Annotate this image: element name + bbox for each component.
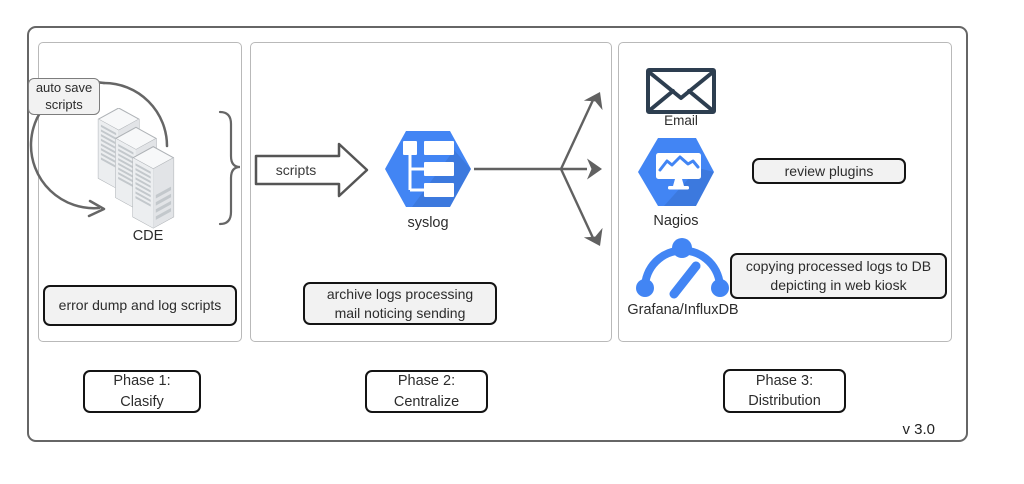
email-label: Email [664,113,698,128]
panel-phase-2 [250,42,612,342]
error-dump-note: error dump and log scripts [43,285,237,326]
panel-phase-3 [618,42,952,342]
grafana-gauge-icon [636,238,729,299]
copy-logs-note: copying processed logs to DB depicting i… [730,253,947,299]
email-envelope-icon [646,68,716,114]
nagios-monitoring-icon [638,138,714,206]
server-stack-icon [97,108,175,229]
syslog-logging-icon [385,131,471,207]
auto-save-callout: auto save scripts [28,78,100,115]
syslog-label: syslog [407,215,449,231]
archive-logs-note: archive logs processing mail noticing se… [303,282,497,325]
phase-2-box: Phase 2: Centralize [365,370,488,413]
grafana-label: Grafana/InfluxDB [627,302,739,318]
server-label: CDE [132,228,164,244]
phase-1-box: Phase 1: Clasify [83,370,201,413]
scripts-arrow-label: scripts [275,162,317,178]
phase-3-box: Phase 3: Distribution [723,369,846,413]
version-label: v 3.0 [902,421,935,438]
nagios-label: Nagios [653,213,699,229]
review-plugins-note: review plugins [752,158,906,184]
